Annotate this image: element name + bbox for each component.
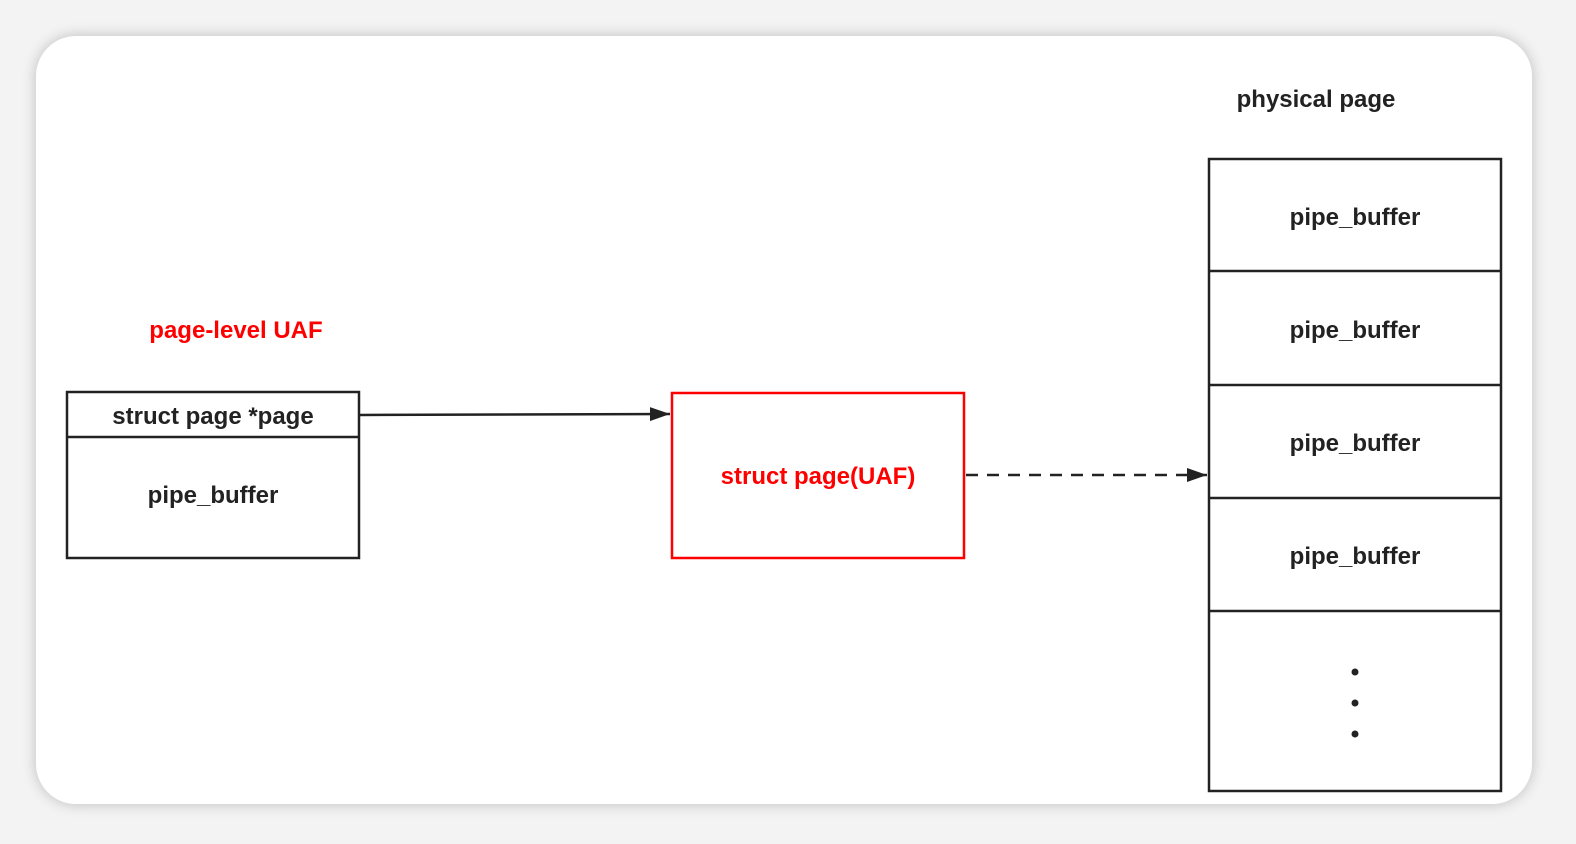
- pipe-buffer-struct: struct page *page pipe_buffer: [65, 390, 361, 560]
- pointer-arrow: [358, 407, 671, 422]
- ellipsis-dot: [1351, 668, 1359, 676]
- ellipsis-dot: [1351, 730, 1359, 738]
- physical-page-frame: [1207, 157, 1503, 793]
- ellipsis-dot: [1351, 699, 1359, 707]
- physical-slot-pipe-buffer-1: pipe_buffer: [1290, 204, 1421, 231]
- pipe-buffer-label: pipe_buffer: [148, 482, 279, 509]
- pipe-buffer-struct-frame: [65, 390, 361, 560]
- uaf-struct-page: struct page(UAF): [670, 391, 966, 560]
- page-level-uaf-label: page-level UAF: [149, 317, 322, 344]
- physical-slot-pipe-buffer-2: pipe_buffer: [1290, 317, 1421, 344]
- struct-page-pointer-field: struct page *page: [112, 403, 313, 430]
- continuation-ellipsis: [1351, 668, 1359, 738]
- diagram-canvas: [36, 36, 1532, 804]
- uaf-struct-page-frame: [670, 391, 966, 560]
- uaf-struct-page-label: struct page(UAF): [721, 463, 916, 490]
- physical-page-title: physical page: [1237, 86, 1396, 113]
- physical-slot-pipe-buffer-3: pipe_buffer: [1290, 430, 1421, 457]
- physical-page-column: pipe_buffer pipe_buffer pipe_buffer pipe…: [1207, 157, 1503, 793]
- physical-slot-pipe-buffer-4: pipe_buffer: [1290, 543, 1421, 570]
